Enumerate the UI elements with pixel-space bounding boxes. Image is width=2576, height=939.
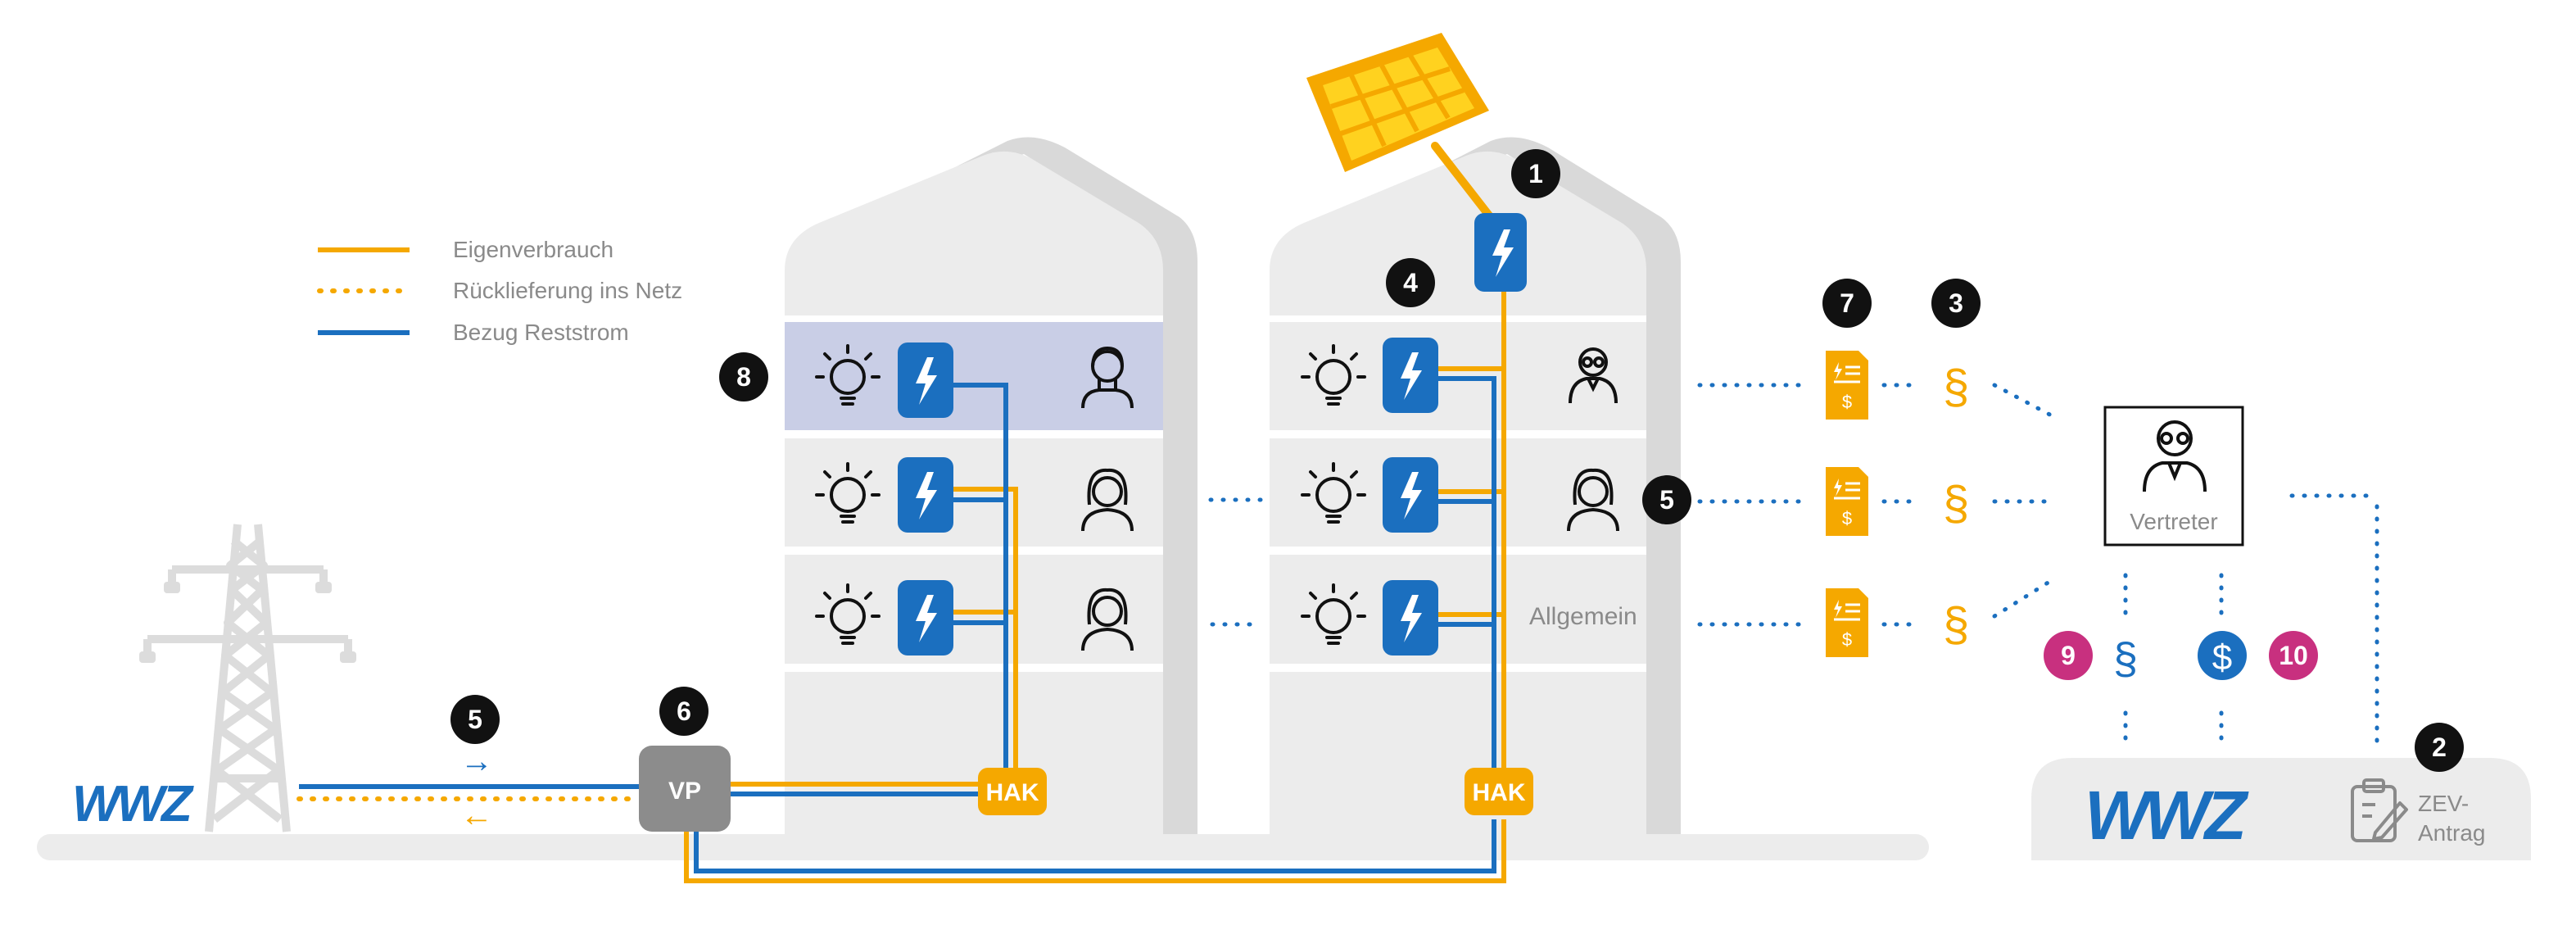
svg-text:1: 1 bbox=[1528, 159, 1543, 188]
arrow-right: → bbox=[460, 743, 493, 779]
light-bulb-icon bbox=[1301, 344, 1366, 406]
step-badge-10: 10 bbox=[2269, 631, 2318, 680]
paragraph-icon: § bbox=[1943, 598, 1969, 651]
legend-label-bezug: Bezug Reststrom bbox=[453, 320, 629, 345]
lightning-meter-icon bbox=[898, 342, 953, 418]
invoice-icon: $ bbox=[1826, 351, 1868, 420]
lightning-meter-icon bbox=[1383, 457, 1438, 533]
wwz-logo-right: WWZ bbox=[2085, 777, 2249, 854]
person-icon bbox=[1081, 468, 1134, 532]
svg-text:8: 8 bbox=[736, 362, 751, 392]
vertreter-box: Vertreter bbox=[2103, 406, 2244, 547]
svg-text:6: 6 bbox=[677, 696, 691, 726]
lightning-meter-icon bbox=[898, 580, 953, 655]
contract-icon bbox=[2351, 778, 2408, 842]
person-icon bbox=[1081, 587, 1134, 651]
person-icon bbox=[1569, 347, 1618, 404]
svg-text:5: 5 bbox=[1659, 485, 1674, 515]
svg-text:9: 9 bbox=[2061, 641, 2076, 670]
allgemein-label: Allgemein bbox=[1529, 603, 1637, 630]
step-badge-9: 9 bbox=[2044, 631, 2093, 680]
zev-label-line2: Antrag bbox=[2418, 820, 2486, 846]
lightning-meter-icon bbox=[1383, 338, 1438, 413]
lightning-meter-icon bbox=[898, 457, 953, 533]
step-badge-7: 7 bbox=[1822, 279, 1872, 328]
wwz-logo-left: WWZ bbox=[72, 776, 194, 832]
paragraph-icon: § bbox=[1943, 477, 1969, 530]
highlight-row bbox=[785, 322, 1163, 430]
svg-text:$: $ bbox=[2212, 637, 2232, 678]
vp-box: VP bbox=[639, 746, 731, 832]
legend: Eigenverbrauch Rücklieferung ins Netz Be… bbox=[317, 237, 682, 345]
svg-text:VP: VP bbox=[668, 778, 701, 805]
step-badge-1: 1 bbox=[1511, 149, 1560, 198]
person-icon bbox=[1567, 468, 1619, 532]
person-icon-vertreter bbox=[2143, 420, 2207, 492]
paragraph-icon: § bbox=[1943, 361, 1969, 414]
svg-text:HAK: HAK bbox=[986, 779, 1039, 806]
svg-text:$: $ bbox=[1842, 629, 1852, 650]
zev-label-line1: ZEV- bbox=[2418, 791, 2469, 816]
svg-text:4: 4 bbox=[1403, 268, 1418, 297]
legend-label-eigenverbrauch: Eigenverbrauch bbox=[453, 237, 613, 262]
svg-text:2: 2 bbox=[2432, 733, 2447, 762]
step-badge-2: 2 bbox=[2415, 723, 2464, 772]
svg-text:$: $ bbox=[1842, 508, 1852, 528]
step-badge-4: 4 bbox=[1386, 258, 1435, 307]
dotted-connections bbox=[1208, 383, 2379, 748]
light-bulb-icon bbox=[815, 462, 881, 524]
svg-text:Vertreter: Vertreter bbox=[2130, 509, 2217, 534]
svg-text:5: 5 bbox=[468, 705, 482, 734]
building-left bbox=[785, 137, 1197, 834]
invoice-icon: $ bbox=[1826, 588, 1868, 657]
svg-text:10: 10 bbox=[2279, 641, 2308, 670]
step-badge-5: 5 bbox=[450, 695, 500, 744]
step-badge-6: 6 bbox=[659, 687, 709, 736]
step-badge-5: 5 bbox=[1642, 475, 1691, 524]
hak-right: HAK bbox=[1465, 768, 1533, 815]
light-bulb-icon bbox=[1301, 583, 1366, 645]
light-bulb-icon bbox=[815, 583, 881, 645]
pylon-insulators bbox=[139, 582, 356, 663]
svg-text:HAK: HAK bbox=[1473, 779, 1526, 806]
wwz-office-ground bbox=[2031, 758, 2531, 860]
person-icon-highlight bbox=[1081, 346, 1134, 409]
ground-bar bbox=[37, 834, 1929, 860]
light-bulb-icon bbox=[1301, 462, 1366, 524]
invoice-icon: $ bbox=[1826, 467, 1868, 536]
light-bulb-icon bbox=[815, 344, 881, 406]
arrow-left: ← bbox=[460, 797, 493, 833]
paragraph-icon-bottom: § bbox=[2113, 634, 2138, 683]
step-badge-8: 8 bbox=[719, 352, 768, 401]
power-pylon-icon bbox=[143, 524, 352, 832]
lightning-meter-icon bbox=[1383, 580, 1438, 655]
solar-panel-icon bbox=[1306, 33, 1499, 227]
svg-text:$: $ bbox=[1842, 392, 1852, 412]
step-badge-3: 3 bbox=[1931, 279, 1981, 328]
svg-text:3: 3 bbox=[1949, 288, 1963, 318]
hak-left: HAK bbox=[978, 768, 1047, 815]
legend-label-ruecklieferung: Rücklieferung ins Netz bbox=[453, 278, 682, 303]
wiring bbox=[297, 223, 1506, 883]
dollar-icon: $ bbox=[2198, 631, 2247, 680]
roof-meter-icon bbox=[1474, 213, 1527, 292]
svg-text:7: 7 bbox=[1840, 288, 1854, 318]
